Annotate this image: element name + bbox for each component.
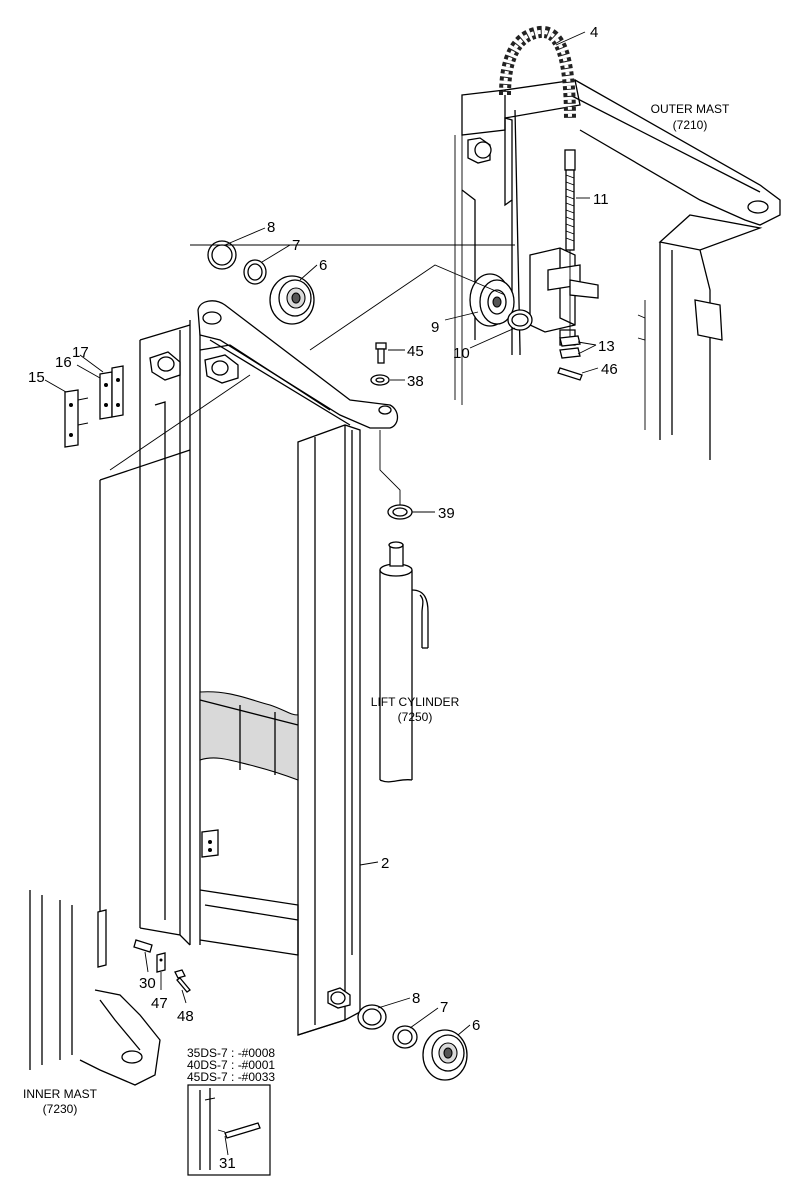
callout-9: 9	[431, 319, 439, 336]
callout-6-bottom: 6	[472, 1017, 480, 1034]
roller-bearing-bottom	[422, 1029, 468, 1081]
stopper-plate-17	[111, 365, 124, 418]
lift-cylinder-code: (7250)	[398, 710, 433, 724]
outer-mast	[454, 79, 781, 460]
callout-4: 4	[590, 24, 598, 41]
callout-10: 10	[453, 345, 470, 362]
mounting-bolt	[375, 342, 387, 364]
shim-7-top	[243, 259, 267, 285]
variant-note-3: 45DS-7 : -#0033	[187, 1070, 275, 1084]
plate-47	[156, 952, 166, 973]
stopper-plate-16	[99, 371, 113, 420]
callout-31: 31	[219, 1155, 236, 1172]
pin-30	[133, 939, 153, 953]
callout-7-top: 7	[292, 237, 300, 254]
callout-8-top: 8	[267, 219, 275, 236]
variant-note-1: 35DS-7 : -#0008	[187, 1046, 275, 1060]
callout-6-top: 6	[319, 257, 327, 274]
variant-inset	[187, 1084, 271, 1176]
lift-chain	[499, 25, 576, 121]
outer-mast-label: OUTER MAST	[651, 102, 730, 116]
callout-16: 16	[55, 354, 72, 371]
washer-39	[387, 504, 413, 520]
callout-38: 38	[407, 373, 424, 390]
bolt-48	[174, 969, 191, 993]
callout-47: 47	[151, 995, 168, 1012]
chain-sheave	[469, 273, 515, 327]
cotter-pin	[557, 367, 583, 381]
callout-48: 48	[177, 1008, 194, 1025]
anchor-nuts	[559, 335, 581, 359]
outer-mast-code: (7210)	[673, 118, 708, 132]
shim-8-top	[207, 240, 237, 270]
callout-45: 45	[407, 343, 424, 360]
callout-39: 39	[438, 505, 455, 522]
washer-38	[370, 374, 390, 386]
callout-11: 11	[593, 191, 609, 208]
callout-17: 17	[72, 344, 89, 361]
chain-anchor-bolt	[564, 149, 576, 340]
callout-2: 2	[381, 855, 389, 872]
snap-ring	[507, 309, 533, 331]
variant-note-2: 40DS-7 : -#0001	[187, 1058, 275, 1072]
inner-mast-lower	[29, 890, 161, 1086]
inner-mast	[99, 300, 399, 1036]
stopper-plate-15	[64, 389, 89, 448]
roller-bearing-top	[269, 275, 315, 325]
shim-7-bottom	[392, 1025, 418, 1049]
leader-lines	[44, 31, 599, 1156]
inner-mast-code: (7230)	[43, 1102, 78, 1116]
callout-7-bottom: 7	[440, 999, 448, 1016]
callout-15: 15	[28, 369, 45, 386]
callout-46: 46	[601, 361, 618, 378]
callout-13: 13	[598, 338, 615, 355]
inner-mast-label: INNER MAST	[23, 1087, 98, 1101]
callout-30: 30	[139, 975, 156, 992]
lift-cylinder-label: LIFT CYLINDER	[371, 695, 460, 709]
shim-8-bottom	[357, 1004, 387, 1030]
lift-cylinder	[379, 541, 429, 783]
chain-anchor-bracket	[529, 247, 599, 346]
callout-8-bottom: 8	[412, 990, 420, 1007]
